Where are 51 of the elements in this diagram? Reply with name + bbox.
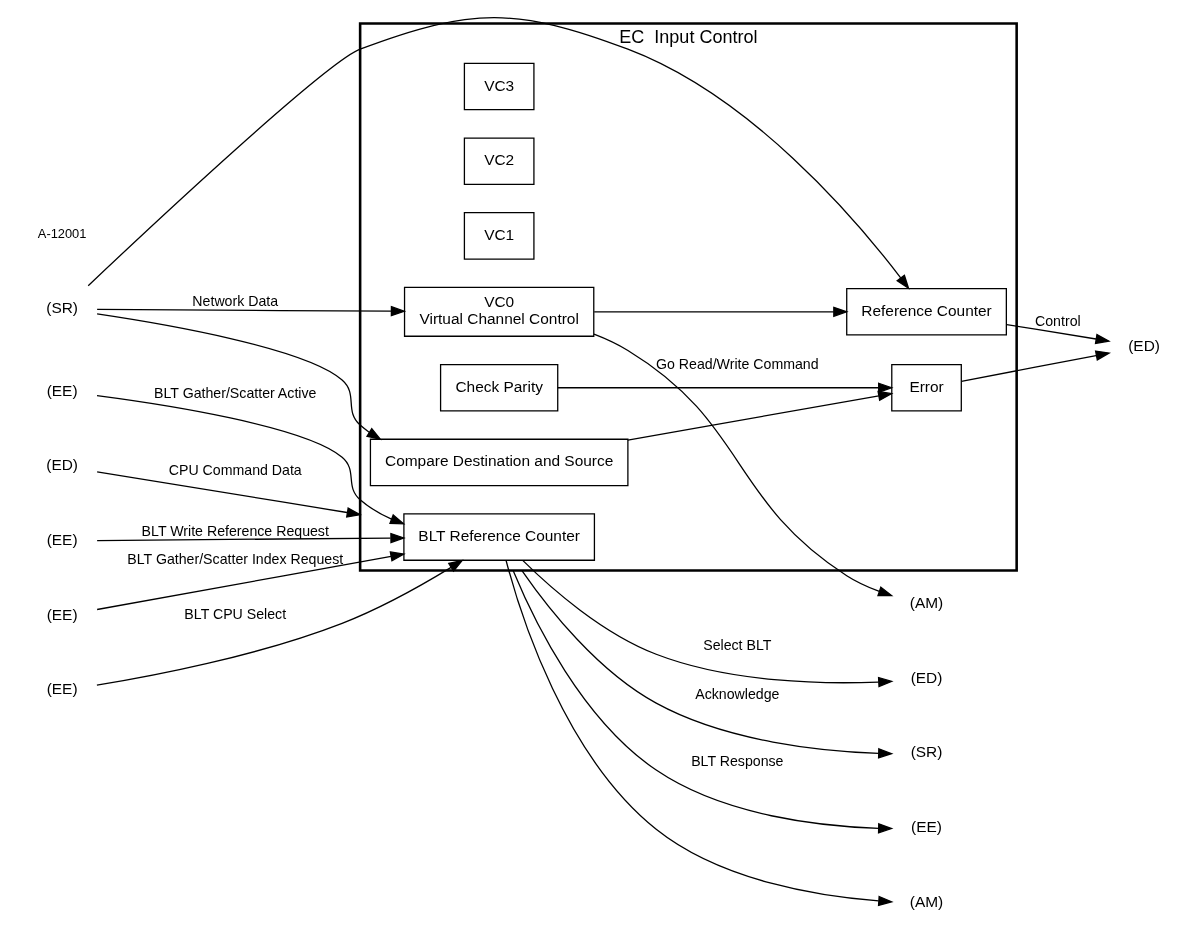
arrow [592,333,893,597]
node-text: (EE) [46,605,78,623]
node-text: (ED) [910,668,942,686]
edge-label: Go Read/Write Command [655,356,819,373]
arrow [521,559,894,688]
node-box: Error [890,363,962,412]
node-text: (ED) [45,456,78,474]
node-text: (EE) [46,381,78,399]
node-box: Check Parity [439,363,558,412]
node-text: (AM) [909,892,943,910]
arrow [556,382,894,394]
node-box: VC0 Virtual Channel Control [403,286,594,337]
node-text: (EE) [910,818,942,835]
node-text: (ED) [1127,336,1160,354]
arrow [87,17,910,290]
edge-label: Select BLT [702,637,771,654]
node-text: (SR) [910,743,942,761]
arrow [520,569,894,759]
edge-label: BLT Gather/Scatter Active [153,384,316,401]
node-box: Compare Destination and Source [369,438,629,487]
label: A-12001 [37,225,86,241]
edge-label: CPU Command Data [168,462,302,479]
node-box: VC3 [463,62,535,111]
edge-label: Acknowledge [694,686,779,703]
node-box: Reference Counter [845,288,1007,336]
arrow [96,532,406,544]
arrow [96,551,406,611]
node-box: VC2 [463,137,535,185]
node-text: (AM) [909,594,943,612]
arrow [960,350,1111,382]
node-box: BLT Reference Counter [402,513,595,561]
arrow [96,305,406,317]
edge-label: BLT Write Reference Request [141,522,329,539]
arrow [626,390,893,441]
arrow [95,395,405,525]
arrow [1005,323,1111,345]
node-text: (EE) [46,680,78,698]
edge-label: BLT Gather/Scatter Index Request [126,550,343,567]
edge-label: Network Data [191,293,278,310]
arrow [95,313,382,441]
arrow [504,559,894,907]
node-box: VC1 [463,212,535,260]
arrow [96,471,362,518]
arrow [95,559,464,686]
node-text: (SR) [45,299,78,317]
node-text: (EE) [46,530,78,548]
arrow [511,569,893,834]
edge-label: Control [1034,312,1081,329]
arrow [593,306,849,318]
edge-label: BLT Response [690,752,783,769]
edge-label: BLT CPU Select [183,606,286,623]
